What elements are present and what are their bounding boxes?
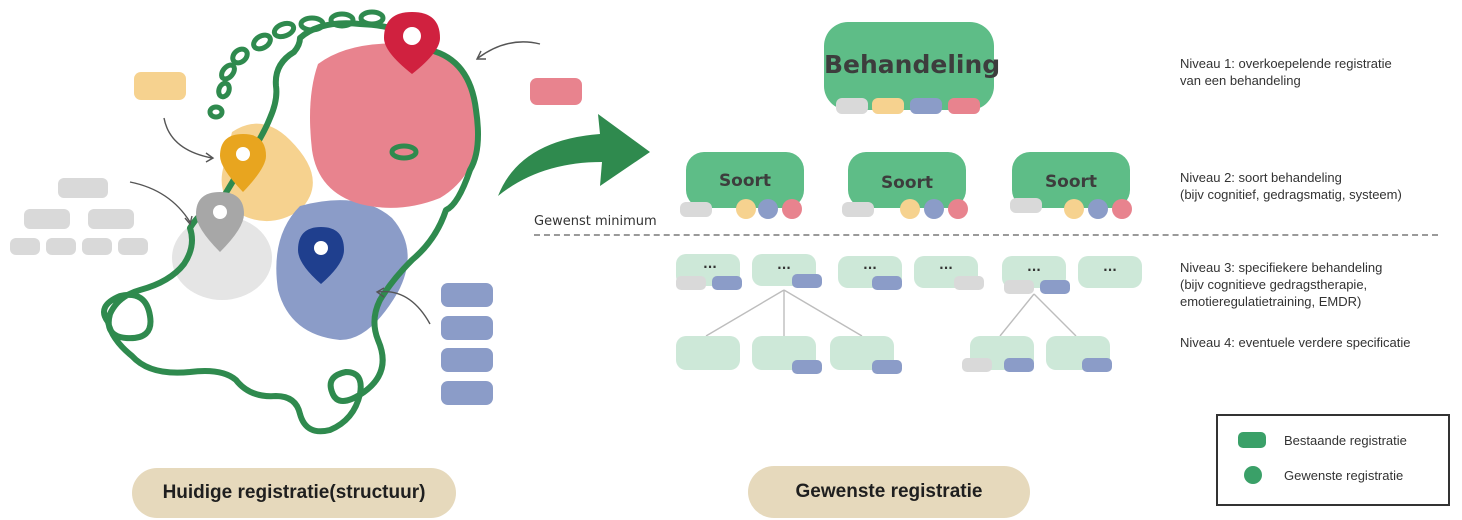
blue-region <box>276 200 408 340</box>
level3-node-label: ... <box>939 258 953 272</box>
legend-rectangle-swatch <box>1238 432 1266 448</box>
transition-arrow-icon <box>498 114 650 196</box>
blue-map-pin-icon <box>298 227 344 284</box>
level3-node-label: ... <box>703 257 717 271</box>
level3-node-label: ... <box>863 258 877 272</box>
level4-description: Niveau 4: eventuele verdere specificatie <box>1180 335 1411 350</box>
level2-description: Niveau 2: soort behandeling (bijv cognit… <box>1180 170 1402 202</box>
chain-loops <box>207 9 419 161</box>
legend-desired-label: Gewenste registratie <box>1284 468 1404 483</box>
legend-existing-label: Bestaande registratie <box>1284 433 1407 448</box>
level3-node-label: ... <box>1027 260 1041 274</box>
threshold-label: Gewenst minimum <box>534 214 657 229</box>
grey-map-pin-icon <box>196 192 244 252</box>
desired-registration-caption: Gewenste registratie <box>748 466 1030 518</box>
level1-node-label: Behandeling <box>824 50 1001 79</box>
current-structure-illustration <box>10 9 582 435</box>
pink-region <box>310 43 479 208</box>
level3-node-label: ... <box>1103 260 1117 274</box>
level2-nodes <box>680 152 1132 219</box>
level3-description: Niveau 3: specifiekere behandeling (bijv… <box>1180 260 1383 309</box>
level2-node-label: Soort <box>1044 172 1098 192</box>
pink-block <box>530 78 582 105</box>
level3-node-label: ... <box>777 258 791 272</box>
hierarchy-connectors <box>705 289 1077 337</box>
level1-description: Niveau 1: overkoepelende registratie van… <box>1180 56 1392 88</box>
level2-node-label: Soort <box>718 171 772 191</box>
red-map-pin-icon <box>384 12 440 74</box>
grey-region <box>172 216 272 300</box>
orange-map-pin-icon <box>220 134 266 192</box>
grey-blocks <box>10 178 148 255</box>
yellow-block <box>134 72 186 100</box>
level4-nodes <box>676 336 1112 374</box>
blue-blocks <box>441 283 493 405</box>
level1-node <box>824 22 994 114</box>
threshold-dashed-line <box>534 234 1438 236</box>
level2-node-label: Soort <box>880 173 934 193</box>
legend-circle-swatch <box>1244 466 1262 484</box>
level3-nodes <box>676 254 1142 294</box>
current-registration-caption: Huidige registratie(structuur) <box>132 468 456 518</box>
thin-arrows <box>129 41 541 325</box>
legend: Bestaande registratie Gewenste registrat… <box>1216 414 1450 506</box>
